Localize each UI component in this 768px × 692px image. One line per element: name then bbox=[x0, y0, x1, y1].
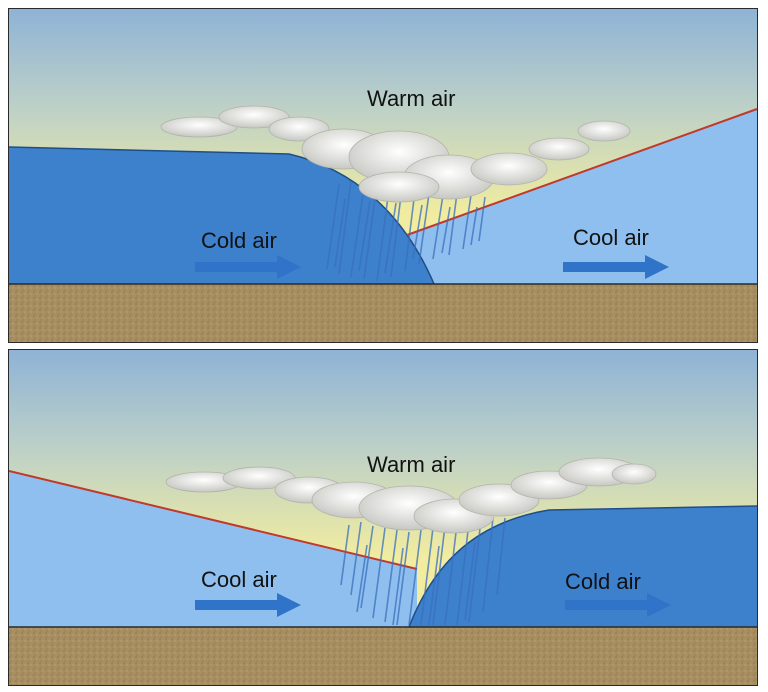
warm-front-line bbox=[406, 108, 757, 236]
cold-air-label: Cold air bbox=[201, 228, 277, 253]
warm-air-label: Warm air bbox=[367, 86, 456, 111]
cloud bbox=[165, 457, 657, 534]
top-panel-occluded-front-cold: Warm air Cold air Cool air bbox=[8, 8, 758, 343]
cool-air-arrow-icon bbox=[195, 593, 301, 617]
warm-air-label: Warm air bbox=[367, 452, 456, 477]
cool-air-mass bbox=[407, 109, 757, 284]
cold-air-arrow-icon bbox=[195, 255, 301, 279]
cloud bbox=[160, 105, 631, 203]
bottom-panel-occluded-front-warm: Warm air Cool air Cold air bbox=[8, 349, 758, 686]
cool-air-label: Cool air bbox=[573, 225, 649, 250]
rain-streaks bbox=[326, 180, 486, 282]
occluded-front-line bbox=[9, 470, 418, 570]
cold-air-arrow-icon bbox=[565, 593, 671, 617]
ground bbox=[9, 284, 757, 342]
rain-streaks bbox=[340, 517, 506, 626]
cool-air-label: Cool air bbox=[201, 567, 277, 592]
cold-air-mass bbox=[409, 506, 757, 627]
cool-air-mass bbox=[9, 471, 417, 627]
cool-air-arrow-icon bbox=[563, 255, 669, 279]
ground bbox=[9, 627, 757, 685]
cold-air-mass bbox=[9, 147, 434, 284]
top-panel-diagram bbox=[9, 9, 757, 342]
cold-air-label: Cold air bbox=[565, 569, 641, 594]
bottom-panel-diagram bbox=[9, 350, 757, 685]
cold-air-boundary bbox=[408, 505, 757, 628]
